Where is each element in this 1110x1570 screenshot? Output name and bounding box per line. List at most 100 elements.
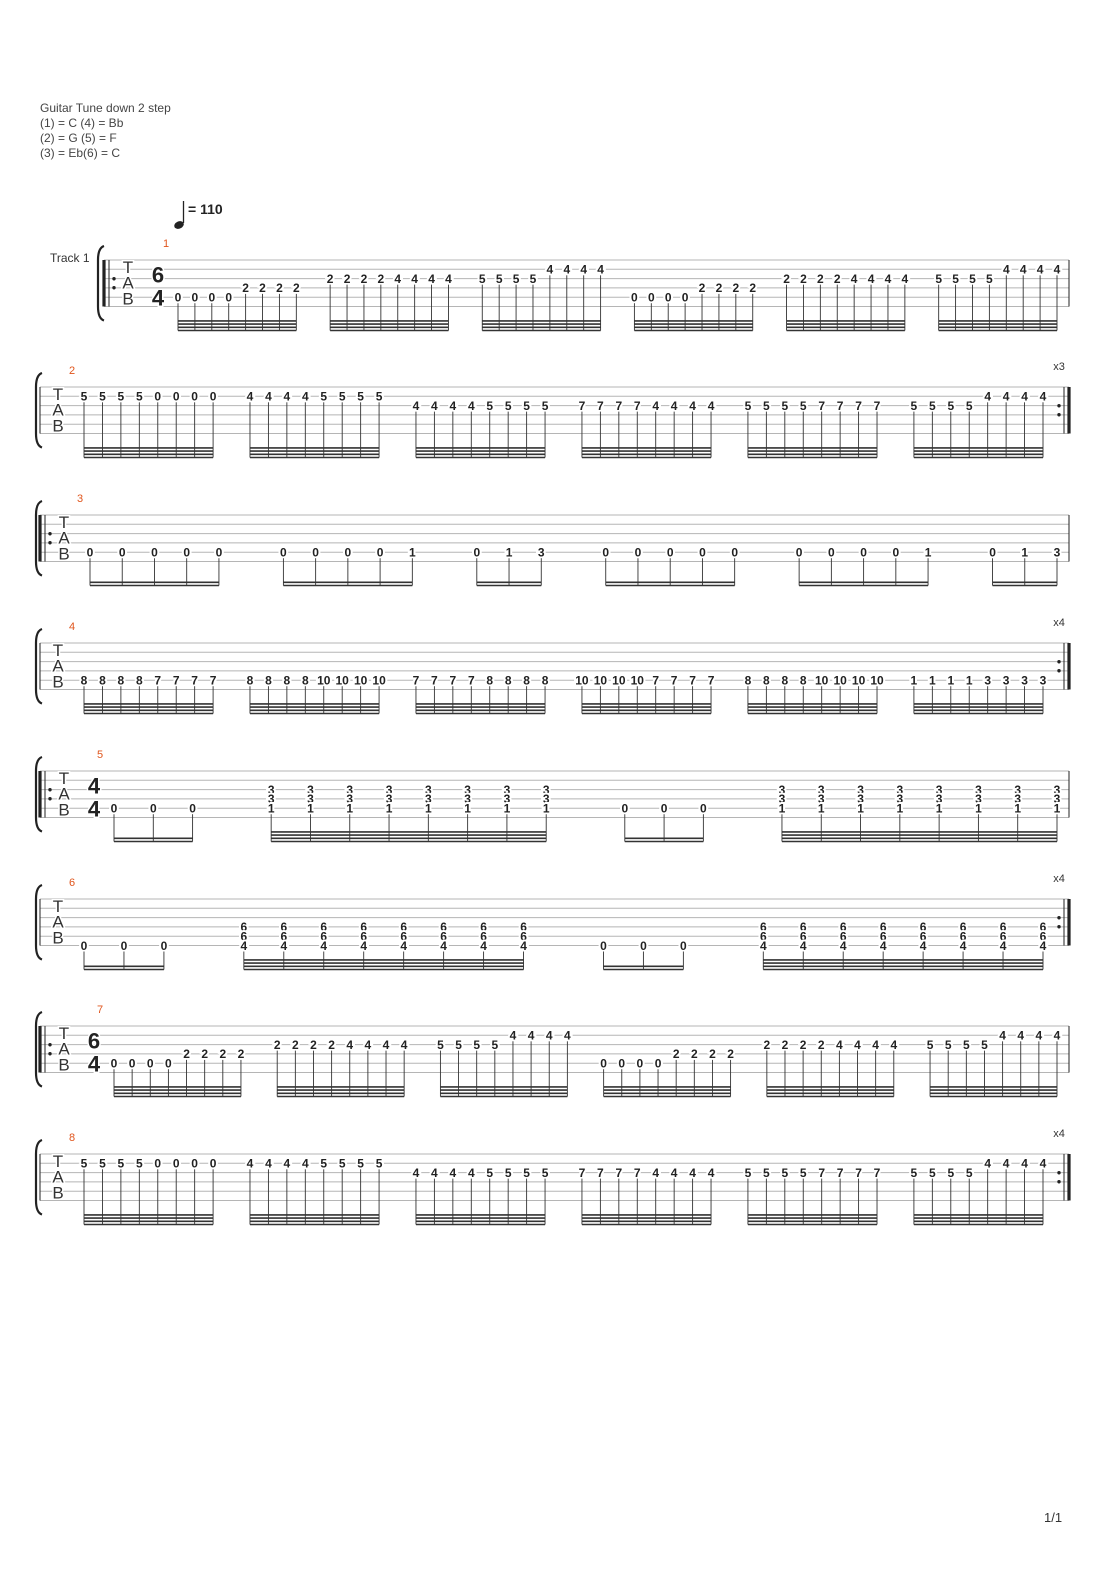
- fret-number: 2: [238, 1047, 245, 1061]
- tempo-value: = 110: [188, 201, 223, 217]
- fret-number: 4: [1036, 1029, 1043, 1043]
- measure-number: 5: [97, 749, 103, 761]
- tab-clef-letter: A: [52, 1167, 64, 1186]
- fret-number: 7: [652, 674, 659, 688]
- fret-number: 4: [671, 1166, 678, 1180]
- fret-number: 6: [880, 930, 887, 944]
- fret-number: 4: [284, 390, 291, 404]
- fret-number: 3: [504, 783, 511, 797]
- fret-number: 4: [431, 1166, 438, 1180]
- fret-number: 6: [760, 930, 767, 944]
- fret-number: 7: [615, 1166, 622, 1180]
- fret-number: 0: [989, 546, 996, 560]
- fret-number: 5: [479, 272, 486, 286]
- fret-number: 3: [1014, 783, 1021, 797]
- fret-number: 4: [365, 1038, 372, 1052]
- fret-number: 4: [1000, 939, 1007, 953]
- repeat-dot: [1057, 404, 1061, 408]
- fret-number: 4: [413, 399, 420, 413]
- tab-clef-letter: A: [122, 273, 134, 292]
- fret-number: 8: [284, 674, 291, 688]
- fret-number: 0: [173, 1157, 180, 1171]
- fret-number: 2: [764, 1038, 771, 1052]
- fret-number: 4: [480, 939, 487, 953]
- fret-number: 4: [360, 939, 367, 953]
- time-signature-digit: 4: [88, 1052, 101, 1077]
- tab-clef-letter: A: [52, 656, 64, 675]
- fret-number: 2: [716, 281, 723, 295]
- tab-clef-letter: A: [52, 912, 64, 931]
- repeat-dot: [1057, 916, 1061, 920]
- fret-number: 4: [445, 272, 452, 286]
- time-signature-digit: 4: [152, 286, 165, 311]
- fret-number: 0: [618, 1057, 625, 1071]
- fret-number: 2: [344, 272, 351, 286]
- fret-number: 6: [840, 920, 847, 934]
- fret-number: 4: [580, 263, 587, 277]
- fret-number: 5: [800, 1166, 807, 1180]
- fret-number: 5: [927, 1038, 934, 1052]
- fret-number: 4: [247, 1157, 254, 1171]
- fret-number: 6: [800, 930, 807, 944]
- fret-number: 4: [428, 272, 435, 286]
- fret-number: 7: [837, 399, 844, 413]
- fret-number: 4: [563, 263, 570, 277]
- system-bracket: [34, 371, 43, 449]
- fret-number: 1: [1054, 802, 1061, 816]
- fret-number: 5: [320, 390, 327, 404]
- fret-number: 5: [505, 1166, 512, 1180]
- tab-clef-letter: B: [122, 290, 133, 309]
- fret-number: 5: [523, 1166, 530, 1180]
- fret-number: 0: [600, 939, 607, 953]
- fret-number: 0: [699, 546, 706, 560]
- fret-number: 5: [376, 390, 383, 404]
- fret-number: 4: [652, 1166, 659, 1180]
- fret-number: 4: [564, 1029, 571, 1043]
- fret-number: 0: [210, 390, 217, 404]
- fret-number: 0: [121, 939, 128, 953]
- fret-number: 7: [210, 674, 217, 688]
- fret-number: 3: [1054, 546, 1061, 560]
- fret-number: 0: [210, 1157, 217, 1171]
- fret-number: 4: [1040, 1157, 1047, 1171]
- fret-number: 2: [782, 1038, 789, 1052]
- fret-number: 4: [920, 939, 927, 953]
- tab-clef-letter: T: [59, 513, 69, 532]
- fret-number: 4: [1003, 1157, 1010, 1171]
- fret-number: 1: [1021, 546, 1028, 560]
- fret-number: 6: [960, 920, 967, 934]
- fret-number: 0: [154, 1157, 161, 1171]
- fret-number: 4: [1054, 263, 1061, 277]
- fret-number: 5: [911, 399, 918, 413]
- fret-number: 3: [1054, 783, 1061, 797]
- fret-number: 8: [302, 674, 309, 688]
- fret-number: 2: [783, 272, 790, 286]
- fret-number: 1: [1014, 802, 1021, 816]
- fret-number: 6: [1000, 930, 1007, 944]
- fret-number: 3: [896, 783, 903, 797]
- fret-number: 4: [302, 390, 309, 404]
- tab-clef-letter: B: [52, 673, 63, 692]
- system-bracket: [34, 627, 43, 705]
- fret-number: 2: [691, 1047, 698, 1061]
- fret-number: 6: [360, 920, 367, 934]
- tab-clef-letter: T: [123, 258, 133, 277]
- fret-number: 0: [208, 291, 215, 305]
- fret-number: 4: [708, 1166, 715, 1180]
- fret-number: 1: [975, 802, 982, 816]
- fret-number: 0: [280, 546, 287, 560]
- fret-number: 2: [800, 1038, 807, 1052]
- fret-number: 0: [161, 939, 168, 953]
- fret-number: 2: [749, 281, 756, 295]
- repeat-count: x3: [1053, 361, 1065, 373]
- fret-number: 3: [896, 792, 903, 806]
- fret-number: 4: [1040, 939, 1047, 953]
- fret-number: 10: [833, 674, 847, 688]
- fret-number: 0: [191, 390, 198, 404]
- fret-number: 7: [634, 1166, 641, 1180]
- fret-number: 2: [834, 272, 841, 286]
- fret-number: 0: [175, 291, 182, 305]
- fret-number: 5: [357, 1157, 364, 1171]
